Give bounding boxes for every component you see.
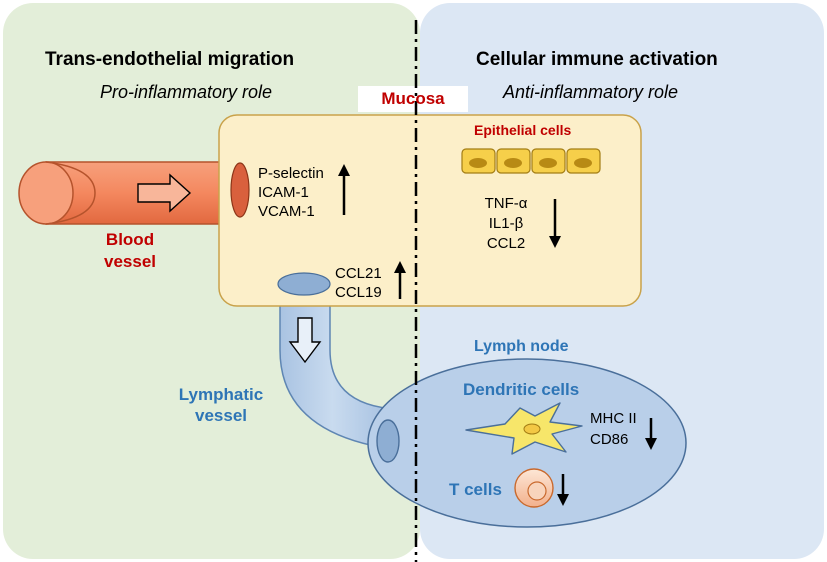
marker-down-arrow xyxy=(645,418,657,450)
adhesion-up-arrow xyxy=(338,164,350,215)
t-cell-down-arrow xyxy=(557,474,569,506)
lymphatic-endothelial-oval xyxy=(277,272,331,296)
right-panel-subtitle: Anti-inflammatory role xyxy=(503,82,679,102)
dendritic-cells-label: Dendritic cells xyxy=(463,380,580,399)
lymph-node-label: Lymph node xyxy=(474,338,569,355)
blood-vessel-label-line2: vessel xyxy=(104,252,156,271)
cytokine-down-arrow xyxy=(549,199,561,248)
left-panel-subtitle: Pro-inflammatory role xyxy=(100,82,273,102)
lymphatic-vessel-label-line1: Lymphatic xyxy=(178,385,264,404)
chemokine-1: CCL21 xyxy=(335,265,382,282)
left-panel-title: Trans-endothelial migration xyxy=(45,49,295,70)
endothelial-cell-oval xyxy=(230,162,250,218)
chemokine-2: CCL19 xyxy=(335,284,382,301)
adhesion-molecule-1: P-selectin xyxy=(258,165,324,182)
epithelial-cells-label: Epithelial cells xyxy=(474,122,572,138)
right-panel-title: Cellular immune activation xyxy=(476,49,718,70)
epithelial-cell-row xyxy=(461,148,601,174)
marker-2: CD86 xyxy=(590,431,629,448)
mucosa-label: Mucosa xyxy=(381,89,445,108)
adhesion-molecule-3: VCAM-1 xyxy=(258,203,315,220)
blood-flow-arrow xyxy=(137,173,192,213)
lymphatic-vessel-label-line2: vessel xyxy=(195,406,247,425)
dendritic-cell xyxy=(465,402,583,455)
cytokine-3: CCL2 xyxy=(486,235,526,252)
cytokine-1: TNF-α xyxy=(484,195,528,212)
blood-vessel xyxy=(18,161,237,225)
t-cell xyxy=(514,468,554,508)
t-cells-label: T cells xyxy=(449,480,502,499)
mucosa-label-box xyxy=(358,86,468,112)
blood-vessel-label-line1: Blood xyxy=(105,230,155,249)
chemokine-up-arrow xyxy=(394,261,406,299)
adhesion-molecule-2: ICAM-1 xyxy=(258,184,309,201)
cytokine-2: IL1-β xyxy=(488,215,524,232)
lymph-flow-arrow xyxy=(288,317,322,364)
lymphatic-opening xyxy=(376,419,400,463)
marker-1: MHC II xyxy=(590,410,637,427)
